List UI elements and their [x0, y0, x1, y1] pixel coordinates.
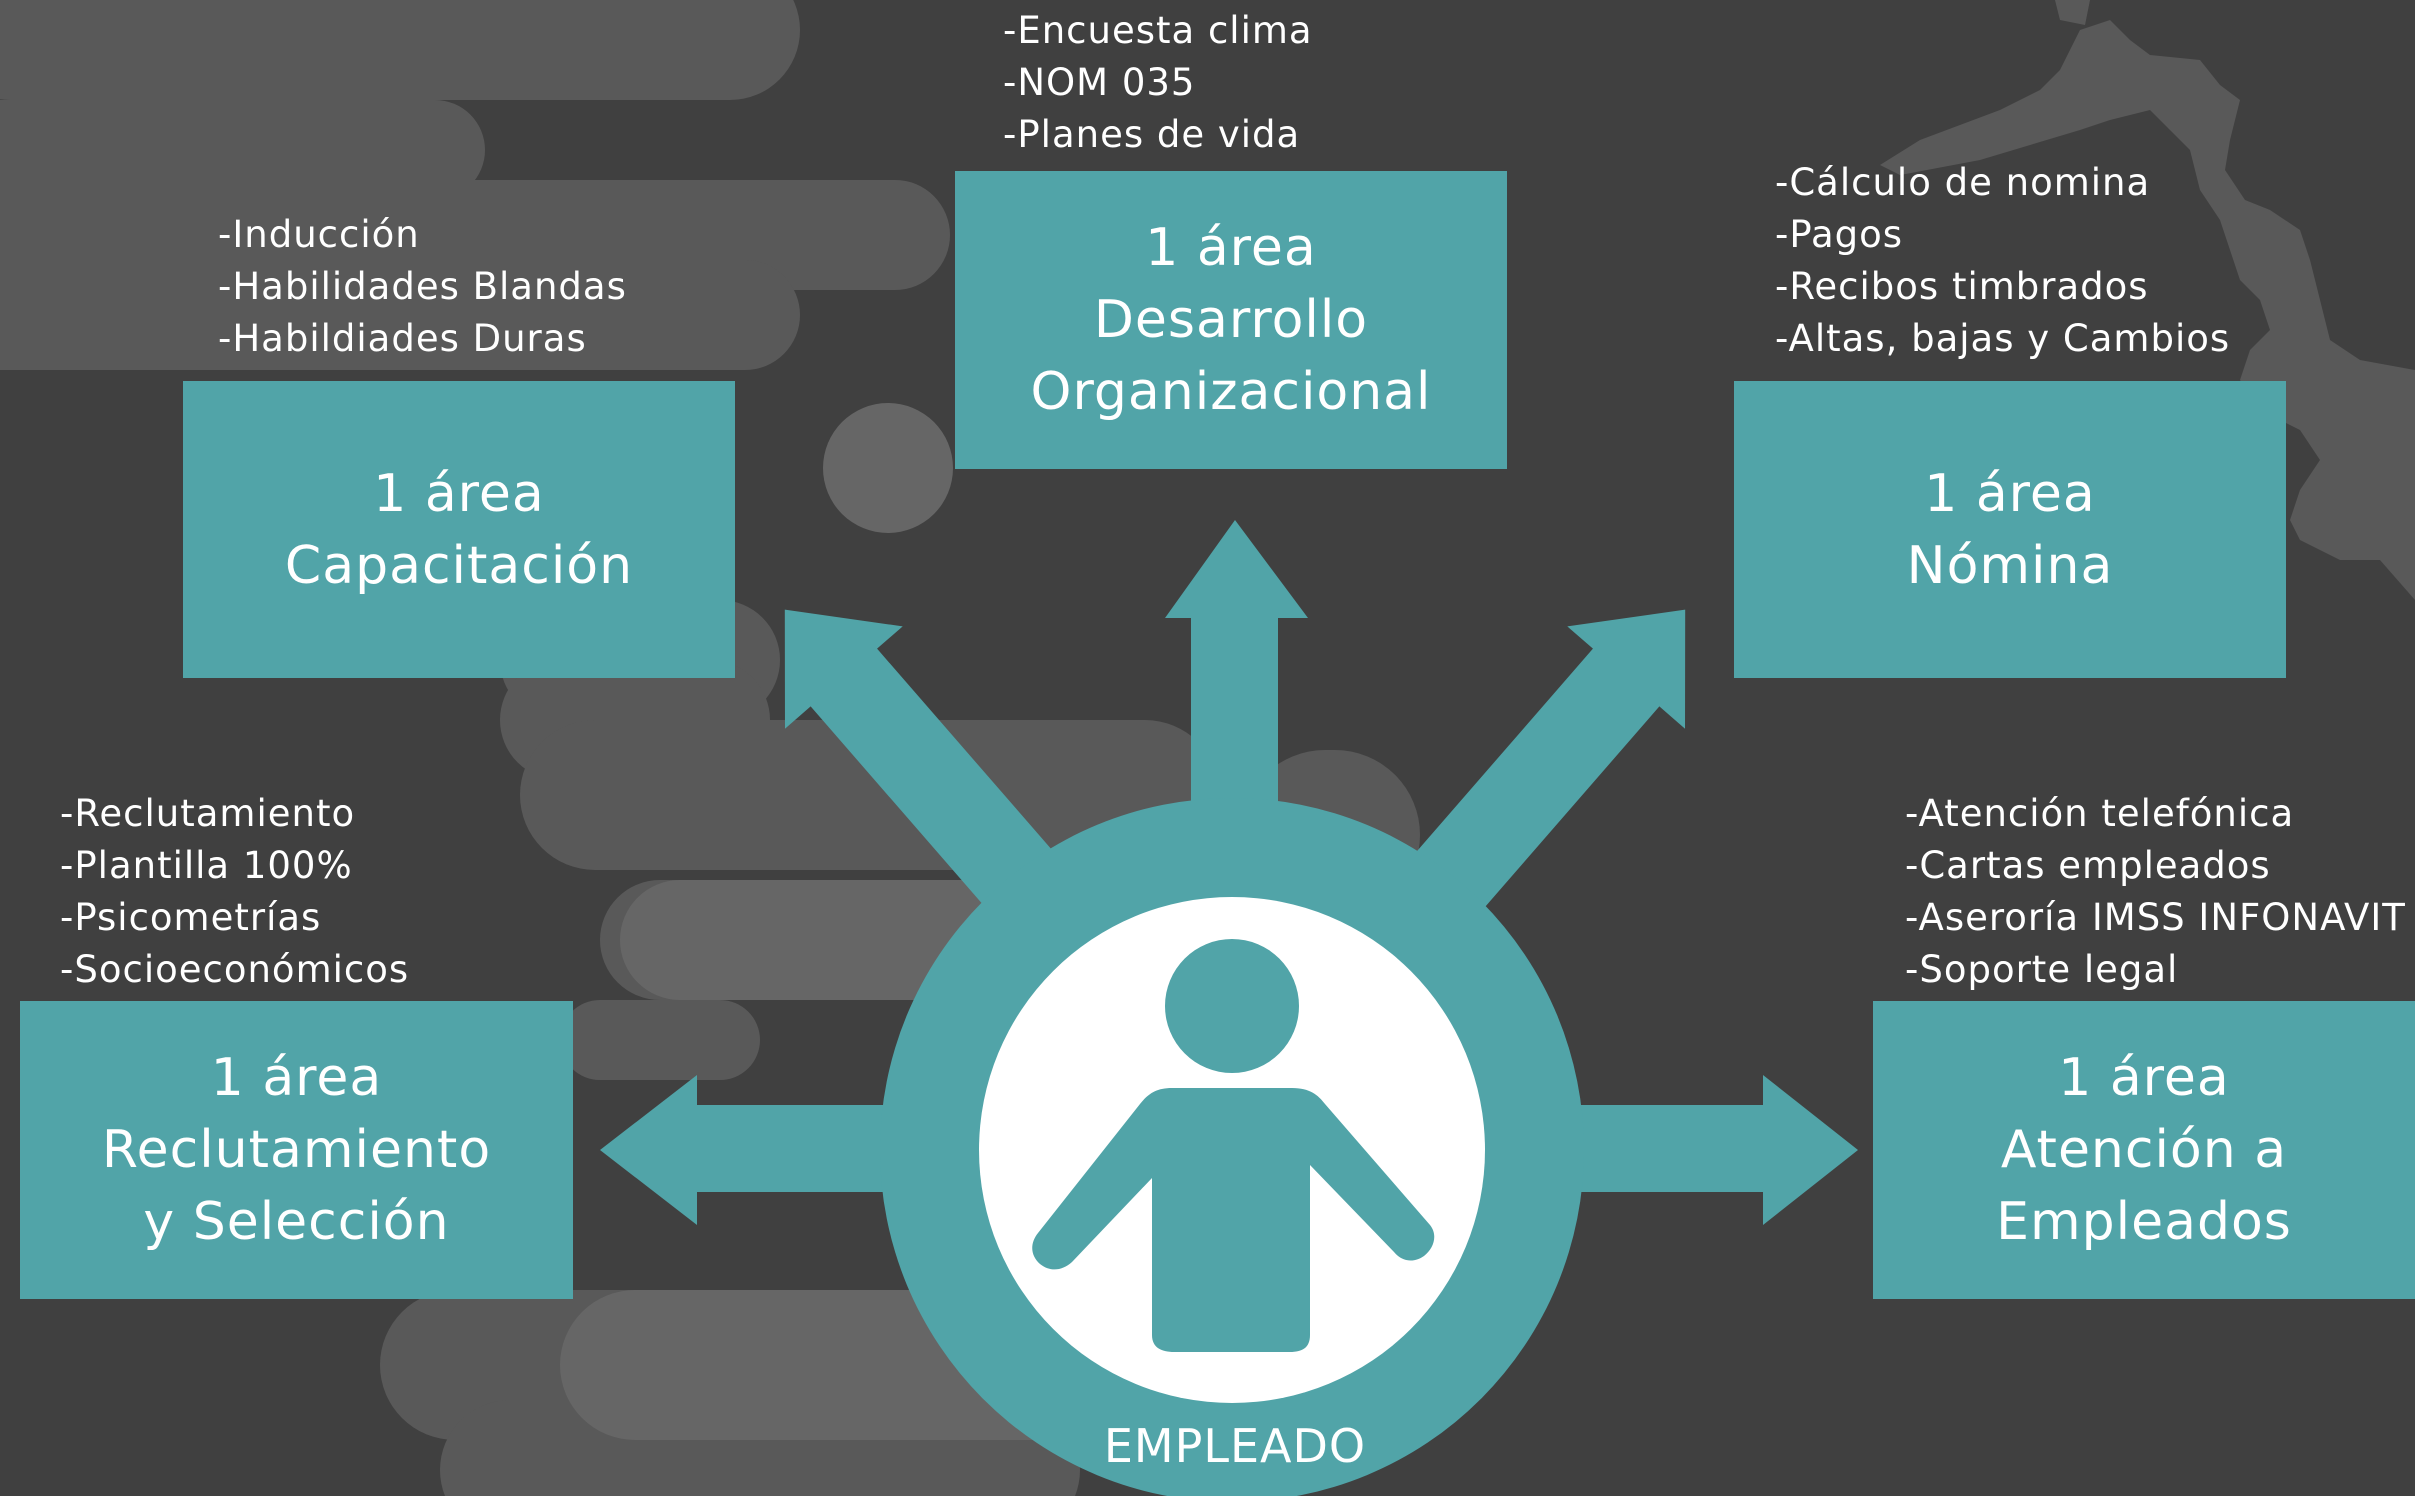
center-label: EMPLEADO [1103, 1419, 1367, 1473]
area-title-line: Atención a [2000, 1120, 2288, 1180]
bullet-item: -Cartas empleados [1905, 844, 2271, 887]
area-title-line: 1 área [2058, 1048, 2230, 1108]
band [520, 720, 1220, 870]
map-shape [2055, 0, 2090, 25]
bullet-item: -Plantilla 100% [60, 844, 353, 887]
person-head [1165, 939, 1299, 1073]
area-box-atencion: 1 área Atención a Empleados [1873, 1001, 2415, 1299]
bullet-item: -Inducción [218, 213, 420, 256]
bullet-item: -Socioeconómicos [60, 948, 410, 991]
bullet-item: -Habildiades Duras [218, 317, 587, 360]
bullet-item: -Soporte legal [1905, 948, 2179, 991]
area-title-line: 1 área [1145, 218, 1317, 278]
area-title-line: Empleados [1996, 1192, 2292, 1252]
bullet-item: -Altas, bajas y Cambios [1775, 317, 2231, 360]
area-title-line: y Selección [143, 1192, 450, 1252]
bullets-reclutamiento: -Reclutamiento -Plantilla 100% -Psicomet… [60, 788, 409, 996]
area-title-line: Reclutamiento [101, 1120, 492, 1180]
decorative-map [1880, 0, 2415, 600]
bullet-item: -Psicometrías [60, 896, 322, 939]
area-box-reclutamiento: 1 área Reclutamiento y Selección [20, 1001, 573, 1299]
bullet-item: -Reclutamiento [60, 792, 356, 835]
band [560, 1000, 760, 1080]
area-box-nomina: 1 área Nómina [1734, 381, 2286, 678]
bullets-atencion: -Atención telefónica -Cartas empleados -… [1905, 788, 2406, 996]
area-title-line: 1 área [373, 463, 545, 524]
area-title-line: 1 área [210, 1048, 383, 1108]
area-title-line: Organizacional [1030, 362, 1432, 422]
area-title-line: Nómina [1906, 535, 2114, 596]
bullet-item: -Habilidades Blandas [218, 265, 627, 308]
bullet-item: -Atención telefónica [1905, 792, 2295, 835]
map-shape [1880, 20, 2415, 600]
decorative-circle [823, 403, 953, 533]
person-icon [1032, 939, 1435, 1352]
bullets-capacitacion: -Inducción -Habilidades Blandas -Habildi… [218, 209, 627, 365]
bullet-item: -Aseroría IMSS INFONAVIT [1905, 896, 2406, 939]
bullet-item: -Pagos [1775, 213, 1904, 256]
area-title-line: Desarrollo [1093, 290, 1369, 350]
area-title-line: Capacitación [284, 535, 634, 596]
bullet-item: -Cálculo de nomina [1775, 161, 2151, 204]
person-body [1032, 1088, 1435, 1352]
area-box-desarrollo: 1 área Desarrollo Organizacional [955, 171, 1507, 469]
band [0, 260, 800, 370]
arrow-right [1520, 1075, 1858, 1225]
bullets-desarrollo: -Encuesta clima -NOM 035 -Planes de vida [1003, 5, 1313, 161]
bullet-item: -Planes de vida [1003, 113, 1301, 156]
bullets-nomina: -Cálculo de nomina -Pagos -Recibos timbr… [1775, 157, 2230, 365]
bullet-item: -Encuesta clima [1003, 9, 1313, 52]
band [0, 0, 800, 100]
area-title-line: 1 área [1924, 463, 2096, 524]
bullet-item: -Recibos timbrados [1775, 265, 2149, 308]
band [0, 100, 485, 200]
bullet-item: -NOM 035 [1003, 61, 1196, 104]
area-box-capacitacion: 1 área Capacitación [183, 381, 735, 678]
arrow-left [600, 1075, 960, 1225]
